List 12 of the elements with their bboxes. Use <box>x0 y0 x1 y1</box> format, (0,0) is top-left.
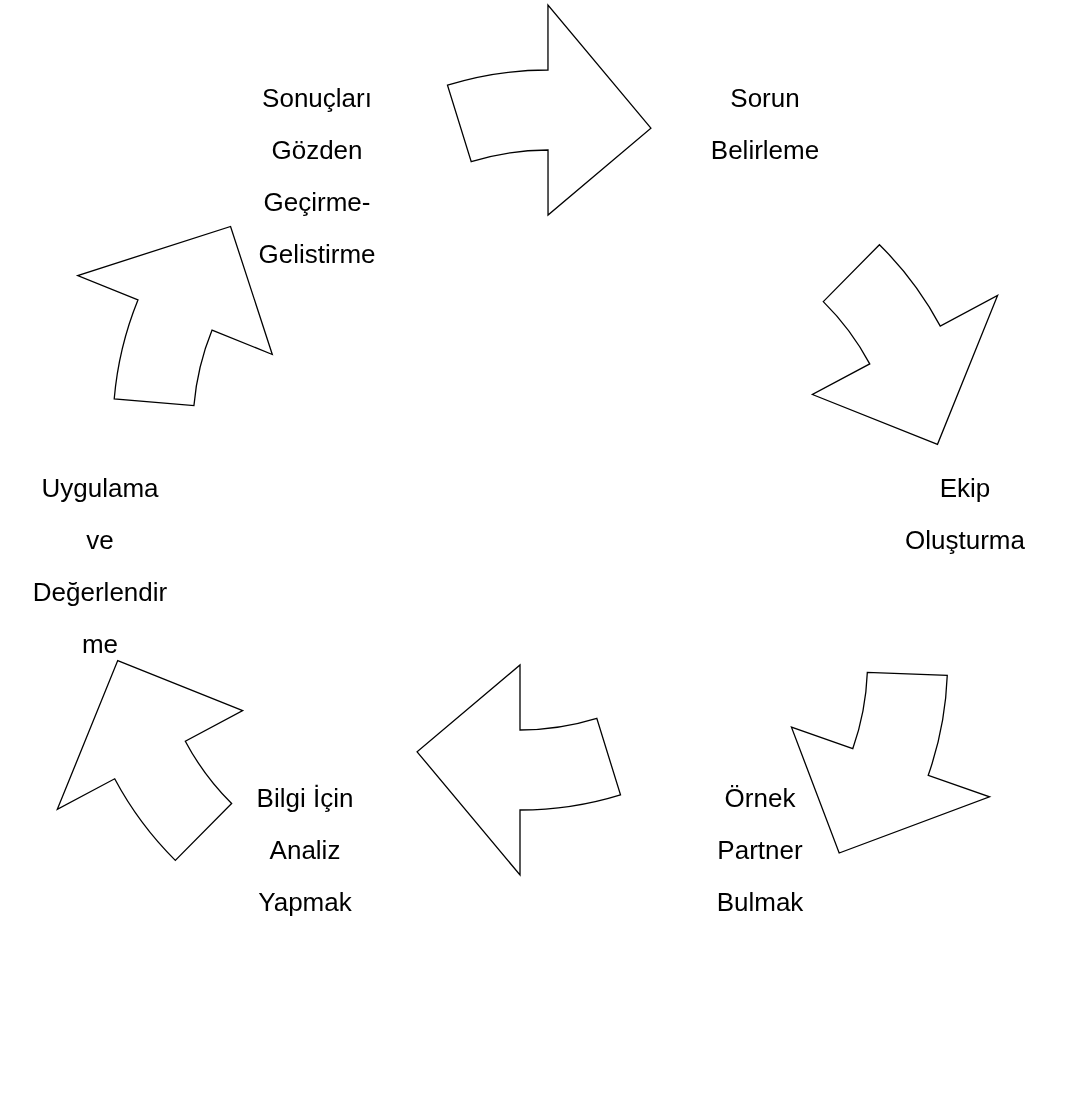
curved-block-arrow <box>446 4 652 216</box>
step-text: Ekip Oluşturma <box>904 472 1026 557</box>
curved-block-arrow <box>790 671 991 854</box>
step-text: Sonuçları Gözden Geçirme-Gelistirme <box>257 82 377 271</box>
step-text: Örnek Partner Bulmak <box>715 782 805 919</box>
curved-block-arrow <box>77 225 273 407</box>
curved-block-arrow <box>811 244 999 445</box>
curved-block-arrow <box>416 664 622 876</box>
curved-block-arrow <box>56 659 244 861</box>
step-text: Bilgi İçin Analiz Yapmak <box>255 782 355 919</box>
step-text: Sorun Belirleme <box>709 82 821 167</box>
step-text: Uygulama ve Değerlendirme <box>31 472 169 661</box>
